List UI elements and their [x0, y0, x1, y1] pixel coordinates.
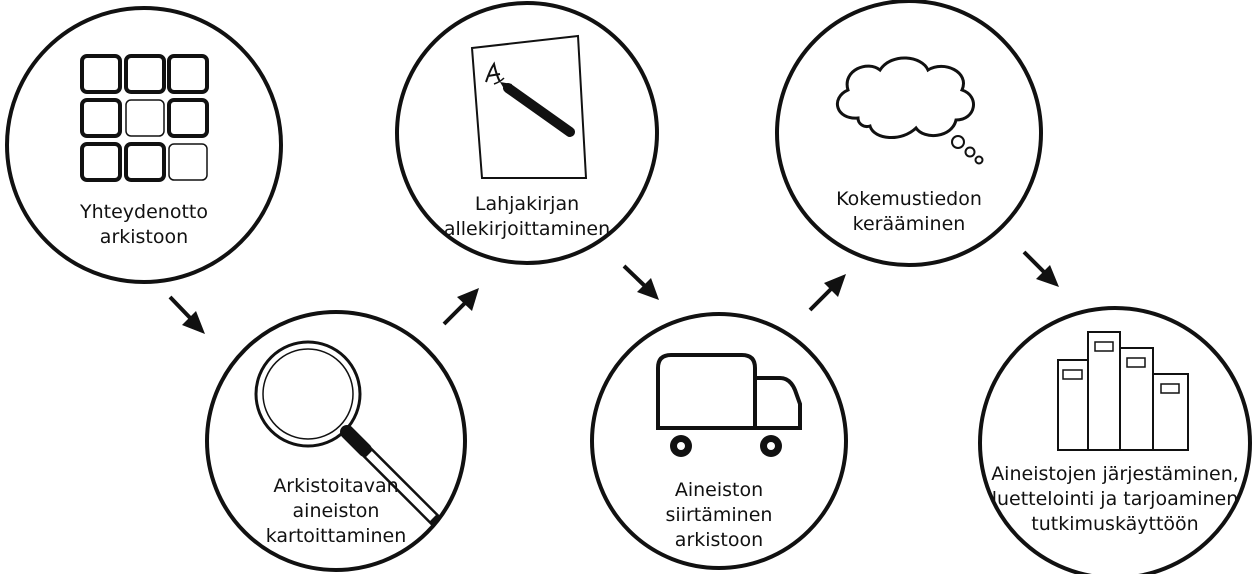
step-4-line-3: arkistoon: [674, 529, 764, 551]
step-1-line-2: arkistoon: [99, 226, 189, 248]
step-5-line-1: Kokemustiedon: [836, 188, 982, 210]
step-6-line-1: Aineistojen järjestäminen,: [991, 463, 1239, 485]
arrow-3-icon: [622, 264, 659, 300]
grid-icon: [80, 54, 209, 182]
step-4-label: Aineiston siirtäminen arkistoon: [619, 478, 819, 553]
magnifier-icon: [254, 340, 442, 527]
step-2-label: Arkistoitavan aineiston kartoittaminen: [236, 474, 436, 549]
step-1-line-1: Yhteydenotto: [80, 201, 208, 223]
step-6-line-3: tutkimuskäyttöön: [1031, 513, 1199, 535]
arrow-1-icon: [168, 295, 205, 334]
step-3-line-2: allekirjoittaminen: [443, 218, 611, 240]
step-3-line-1: Lahjakirjan: [474, 193, 580, 215]
arrow-5-icon: [1022, 250, 1059, 287]
thought-cloud-icon: [836, 56, 984, 165]
binders-icon: [1057, 331, 1189, 451]
signature-pen-icon: [470, 34, 588, 179]
step-6-label: Aineistojen järjestäminen, luettelointi …: [990, 462, 1240, 537]
step-1-label: Yhteydenotto arkistoon: [44, 200, 244, 250]
arrow-4-icon: [808, 274, 846, 312]
step-4-line-2: siirtäminen: [665, 504, 773, 526]
step-circle-2: [205, 310, 467, 572]
step-2-line-2: aineiston: [292, 500, 380, 522]
step-5-line-2: kerääminen: [852, 213, 966, 235]
truck-icon: [656, 353, 802, 457]
arrow-2-icon: [442, 288, 479, 326]
step-2-line-1: Arkistoitavan: [273, 475, 399, 497]
step-3-label: Lahjakirjan allekirjoittaminen: [417, 192, 637, 242]
step-4-line-1: Aineiston: [674, 479, 764, 501]
step-5-label: Kokemustiedon kerääminen: [809, 187, 1009, 237]
step-6-line-2: luettelointi ja tarjoaminen: [991, 488, 1239, 510]
step-2-line-3: kartoittaminen: [265, 525, 407, 547]
